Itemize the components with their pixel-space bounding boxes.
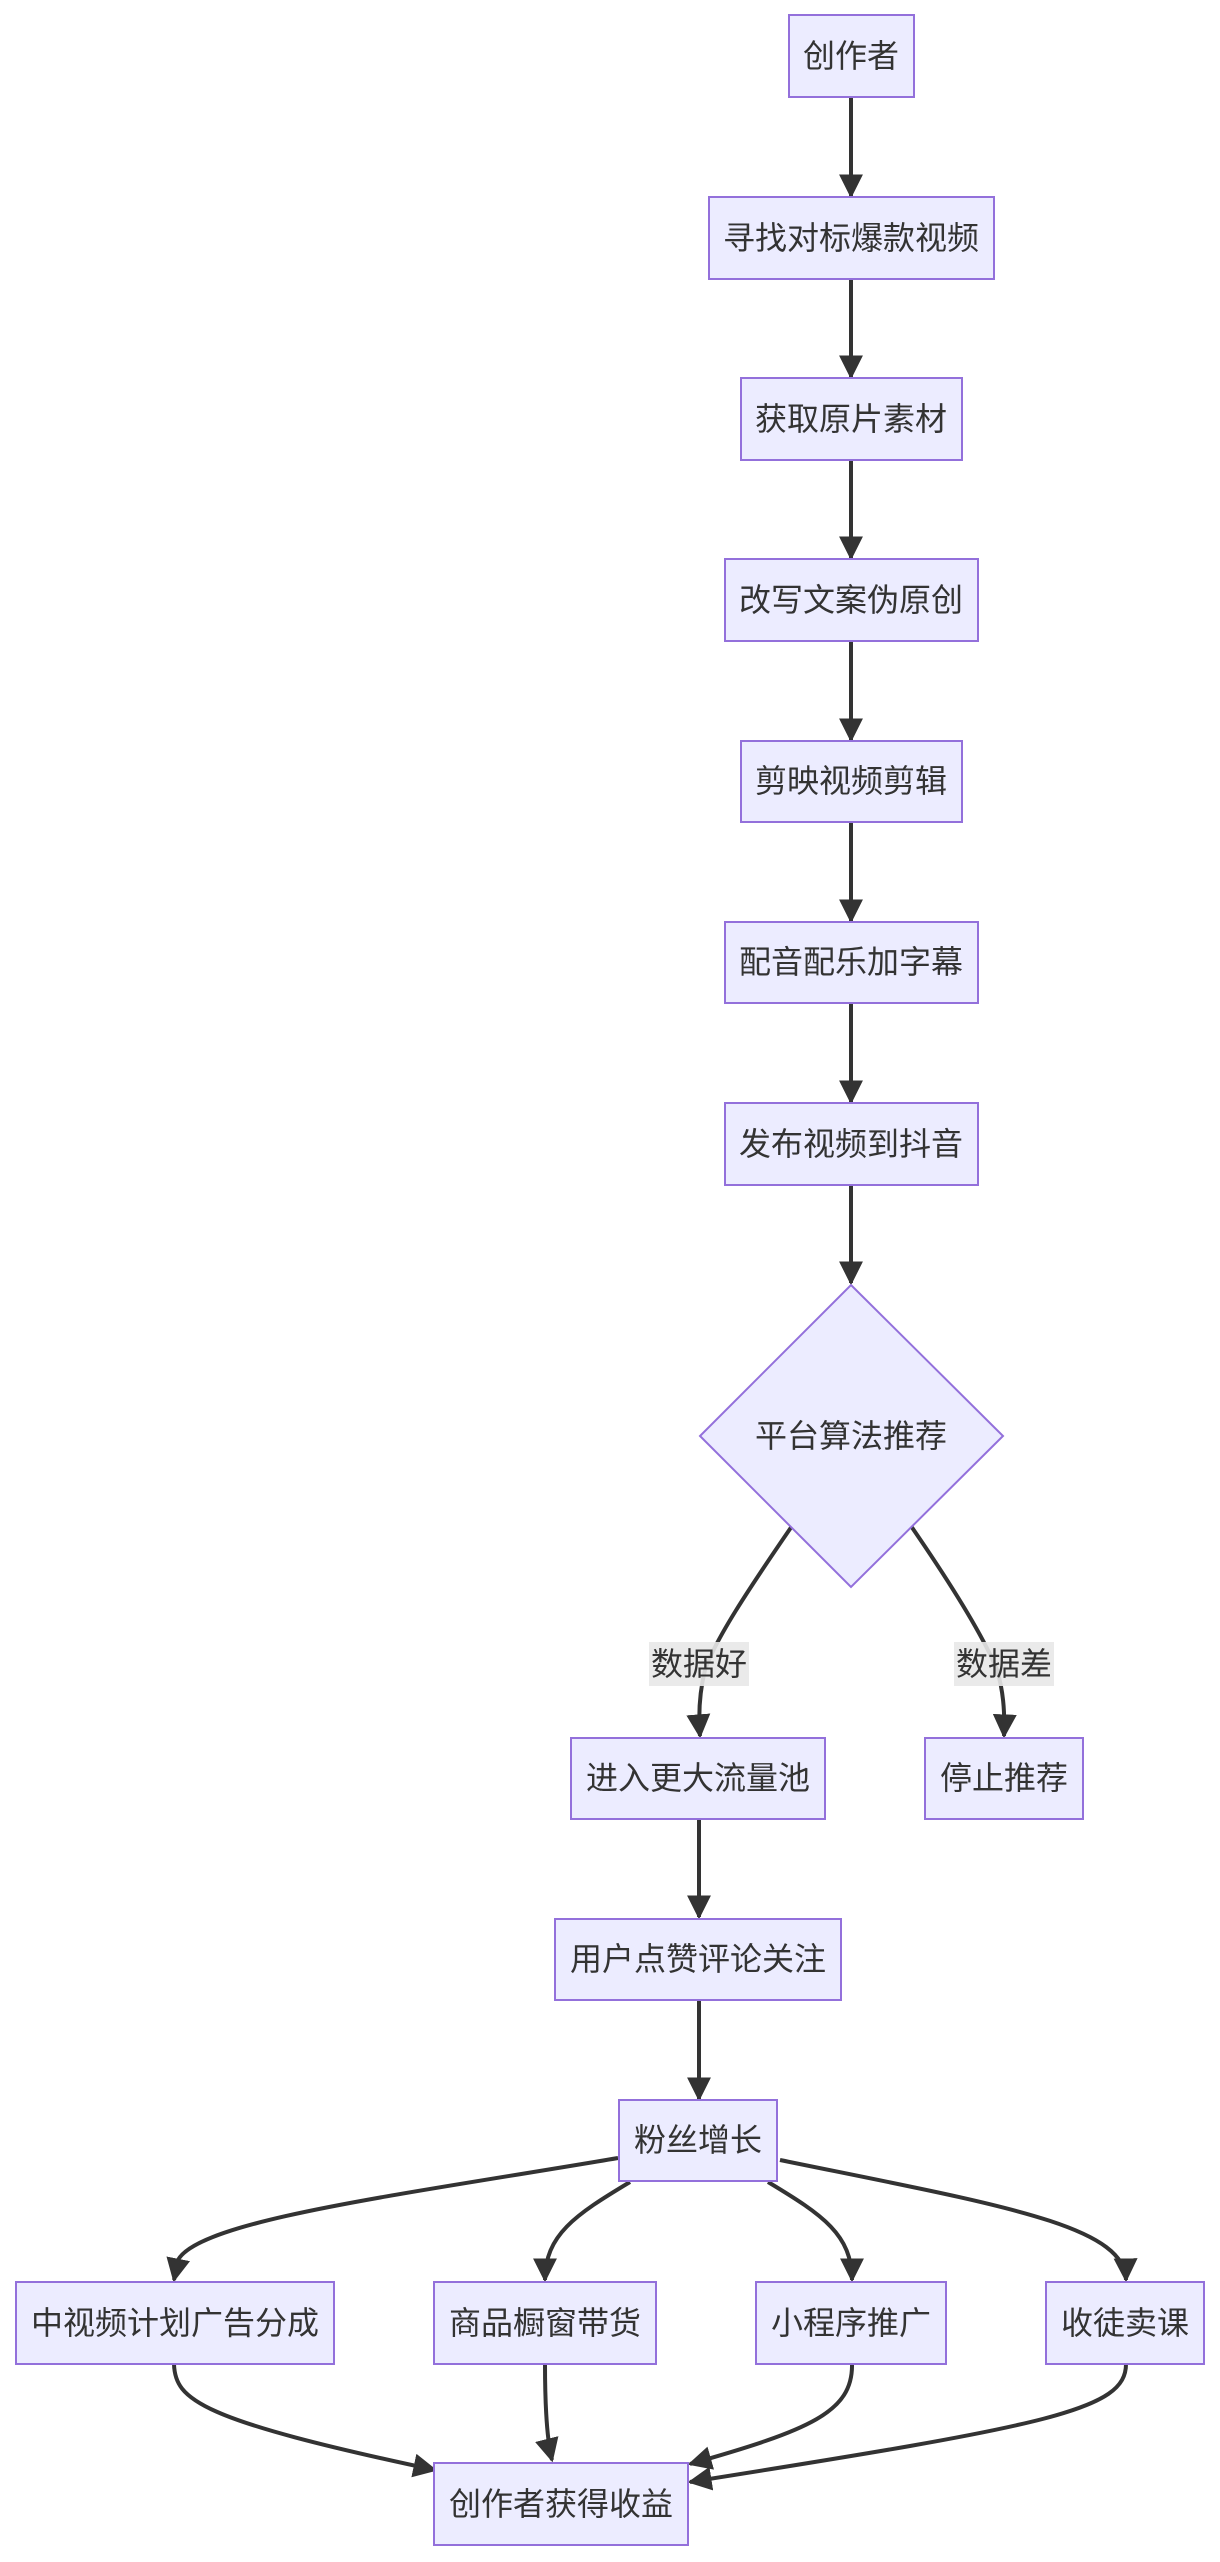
svg-text:配音配乐加字幕: 配音配乐加字幕 (739, 943, 963, 981)
node-creator[interactable]: 创作者 (788, 14, 915, 98)
edge-fans-mini (766, 2180, 864, 2283)
node-income[interactable]: 创作者获得收益 (433, 2462, 689, 2546)
svg-text:数据差: 数据差 (956, 1645, 1052, 1683)
svg-text:粉丝增长: 粉丝增长 (634, 2121, 762, 2159)
node-course[interactable]: 收徒卖课 (1045, 2281, 1205, 2365)
svg-text:数据好: 数据好 (651, 1645, 747, 1683)
edge-fans-course (779, 2158, 1138, 2283)
edges (166, 97, 1138, 2491)
node-bigpool[interactable]: 进入更大流量池 (570, 1737, 826, 1820)
edge-mini-income (687, 2363, 855, 2470)
svg-text:创作者获得收益: 创作者获得收益 (449, 2485, 673, 2523)
node-material[interactable]: 获取原片素材 (740, 377, 963, 461)
edge-label-bad: 数据差 (954, 1642, 1054, 1686)
svg-text:寻找对标爆款视频: 寻找对标爆款视频 (723, 219, 979, 257)
node-algo[interactable]: 平台算法推荐 (698, 1283, 1005, 1589)
svg-text:创作者: 创作者 (803, 37, 899, 75)
node-dub[interactable]: 配音配乐加字幕 (724, 921, 979, 1004)
edge-algo-stop (909, 1524, 1017, 1739)
svg-text:中视频计划广告分成: 中视频计划广告分成 (31, 2304, 319, 2342)
node-stop[interactable]: 停止推荐 (924, 1737, 1084, 1820)
edge-shop-income (535, 2363, 559, 2463)
node-ads[interactable]: 中视频计划广告分成 (15, 2281, 335, 2365)
node-shop[interactable]: 商品橱窗带货 (433, 2281, 657, 2365)
svg-text:平台算法推荐: 平台算法推荐 (755, 1417, 947, 1455)
node-edit[interactable]: 剪映视频剪辑 (740, 740, 963, 823)
edge-fans-ads (166, 2156, 619, 2283)
edge-course-income (687, 2363, 1128, 2491)
node-find[interactable]: 寻找对标爆款视频 (708, 196, 995, 280)
svg-text:改写文案伪原创: 改写文案伪原创 (739, 581, 963, 619)
svg-text:剪映视频剪辑: 剪映视频剪辑 (755, 762, 947, 800)
svg-text:进入更大流量池: 进入更大流量池 (586, 1759, 810, 1797)
edge-fans-shop (533, 2180, 632, 2283)
edge-algo-bigpool (686, 1524, 794, 1739)
node-mini[interactable]: 小程序推广 (755, 2281, 947, 2365)
node-interact[interactable]: 用户点赞评论关注 (554, 1918, 842, 2001)
edge-ads-income (172, 2363, 438, 2478)
node-fans[interactable]: 粉丝增长 (618, 2099, 778, 2182)
edge-label-good: 数据好 (649, 1642, 749, 1686)
svg-text:商品橱窗带货: 商品橱窗带货 (449, 2304, 641, 2342)
node-publish[interactable]: 发布视频到抖音 (724, 1102, 979, 1186)
node-rewrite[interactable]: 改写文案伪原创 (724, 558, 979, 642)
svg-text:发布视频到抖音: 发布视频到抖音 (739, 1125, 963, 1163)
svg-text:收徒卖课: 收徒卖课 (1061, 2304, 1189, 2342)
svg-text:小程序推广: 小程序推广 (771, 2304, 931, 2342)
svg-text:停止推荐: 停止推荐 (940, 1759, 1068, 1797)
svg-text:用户点赞评论关注: 用户点赞评论关注 (570, 1940, 826, 1978)
svg-text:获取原片素材: 获取原片素材 (755, 400, 947, 438)
